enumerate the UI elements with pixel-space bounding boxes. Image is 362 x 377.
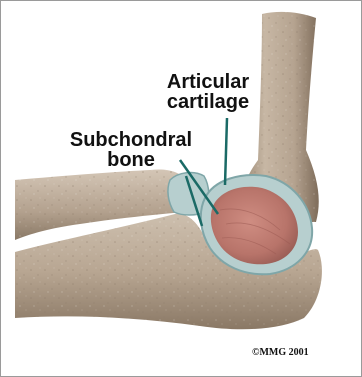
articular-label-line1: Articular [141, 72, 275, 92]
articular-label-line2: cartilage [141, 92, 275, 112]
articular-cartilage-label: Articular cartilage [141, 72, 275, 112]
subchondral-bone-label: Subchondral bone [66, 130, 196, 170]
copyright-notice: ©MMG 2001 [252, 347, 309, 358]
subchondral-label-line1: Subchondral [66, 130, 196, 150]
subchondral-label-line2: bone [66, 150, 196, 170]
